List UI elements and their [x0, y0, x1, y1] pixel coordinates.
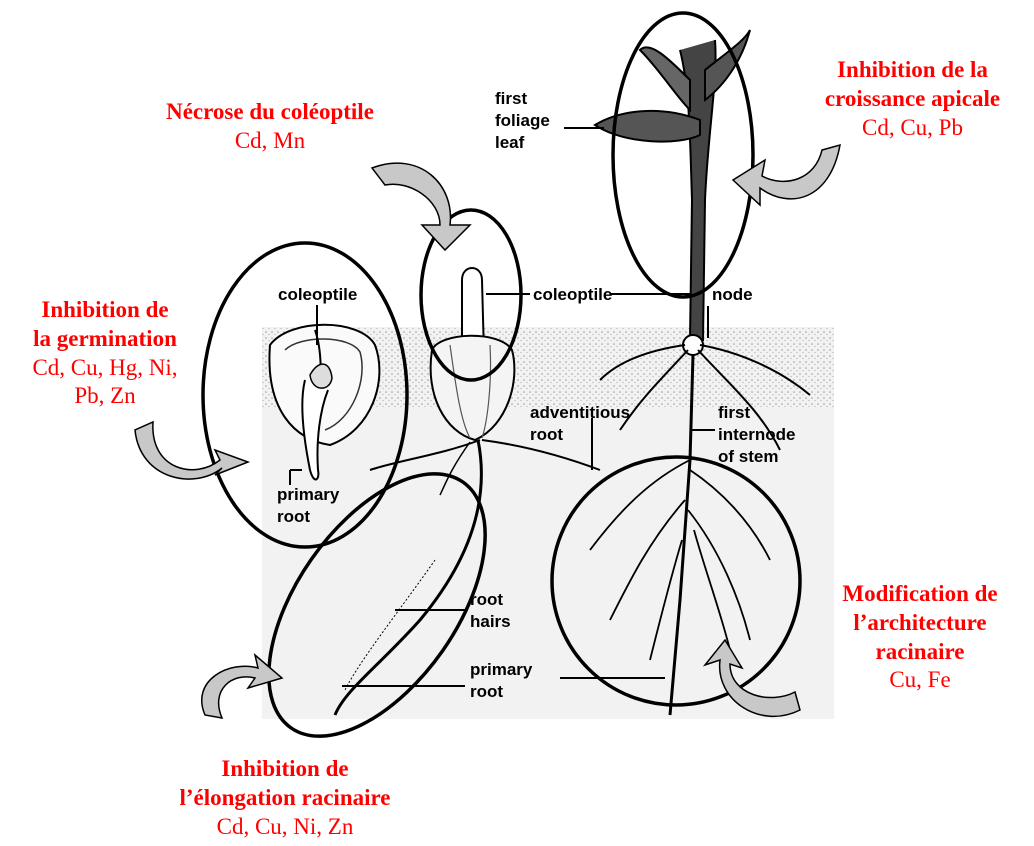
label-primary-root-seed-1: primary: [277, 485, 340, 504]
effect-necrose-metals: Cd, Mn: [125, 127, 415, 156]
effect-necrose: Nécrose du coléoptile Cd, Mn: [125, 98, 415, 156]
label-primary-root-seed-2: root: [277, 507, 310, 526]
label-primary-root-seedling-1: primary: [470, 660, 533, 679]
effect-elongation-title-1: Inhibition de: [125, 755, 445, 784]
effect-architecture-title-3: racinaire: [810, 638, 1030, 667]
effect-necrose-title: Nécrose du coléoptile: [125, 98, 415, 127]
effect-germination-metals-2: Pb, Zn: [0, 382, 210, 411]
effect-architecture-metals: Cu, Fe: [810, 666, 1030, 695]
effect-germination-metals-1: Cd, Cu, Hg, Ni,: [0, 354, 210, 383]
effect-germination: Inhibition de la germination Cd, Cu, Hg,…: [0, 296, 210, 411]
label-first-internode-2: internode: [718, 425, 795, 444]
label-first-foliage-leaf-2: foliage: [495, 111, 550, 130]
effect-germination-title-2: la germination: [0, 325, 210, 354]
label-first-internode-1: first: [718, 403, 750, 422]
effect-apicale: Inhibition de la croissance apicale Cd, …: [795, 56, 1030, 142]
label-first-internode-3: of stem: [718, 447, 778, 466]
arrow-germination: [135, 422, 248, 479]
label-first-foliage-leaf-1: first: [495, 89, 527, 108]
effect-elongation: Inhibition de l’élongation racinaire Cd,…: [125, 755, 445, 841]
effect-apicale-metals: Cd, Cu, Pb: [795, 114, 1030, 143]
label-primary-root-seedling-2: root: [470, 682, 503, 701]
effect-architecture-title-1: Modification de: [810, 580, 1030, 609]
label-node: node: [712, 285, 753, 304]
effect-apicale-title-2: croissance apicale: [795, 85, 1030, 114]
effect-elongation-metals: Cd, Cu, Ni, Zn: [125, 813, 445, 842]
label-coleoptile-seed: coleoptile: [278, 285, 357, 304]
arrow-necrose: [372, 163, 470, 250]
label-root-hairs-1: root: [470, 590, 503, 609]
effect-germination-title-1: Inhibition de: [0, 296, 210, 325]
label-first-foliage-leaf-3: leaf: [495, 133, 525, 152]
label-root-hairs-2: hairs: [470, 612, 511, 631]
label-coleoptile-seedling: coleoptile: [533, 285, 612, 304]
effect-elongation-title-2: l’élongation racinaire: [125, 784, 445, 813]
effect-architecture: Modification de l’architecture racinaire…: [810, 580, 1030, 695]
effect-architecture-title-2: l’architecture: [810, 609, 1030, 638]
effect-apicale-title-1: Inhibition de la: [795, 56, 1030, 85]
label-adventitious-1: adventitious: [530, 403, 630, 422]
label-adventitious-2: root: [530, 425, 563, 444]
